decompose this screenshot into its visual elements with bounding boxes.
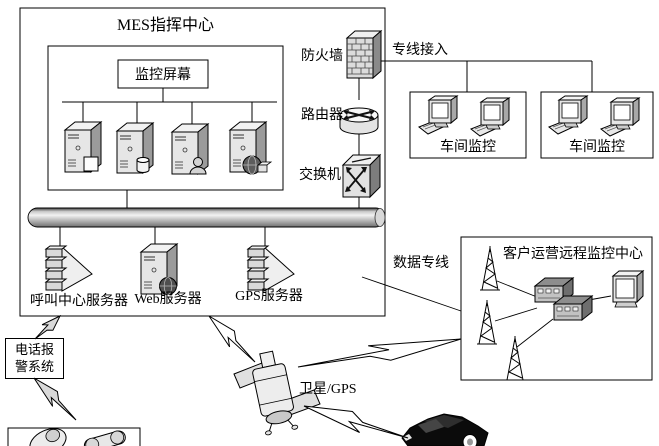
web-server-icon xyxy=(140,243,178,295)
workshop-2-label: 车间监控 xyxy=(569,140,625,155)
mes-server-1 xyxy=(64,121,102,173)
firewall-label: 防火墙 xyxy=(301,49,343,64)
router-cylinder-icon xyxy=(339,107,379,135)
call-center-server-label: 呼叫中心服务器 xyxy=(30,294,128,309)
customer-center-links xyxy=(494,280,612,348)
router-label: 路由器 xyxy=(301,108,343,123)
car-icon xyxy=(401,413,489,446)
switch-label: 交换机 xyxy=(299,168,341,183)
mes-server-2-database xyxy=(116,122,154,174)
rack-switch-icon-2 xyxy=(553,295,593,321)
gps-server-icon xyxy=(247,245,295,292)
gps-server-label: GPS服务器 xyxy=(235,289,303,304)
workshop-box-1 xyxy=(409,91,527,159)
workshop-1-label: 车间监控 xyxy=(440,140,496,155)
lightning-link-icons xyxy=(33,314,462,439)
crt-monitor-icon xyxy=(611,269,645,308)
data-line-label: 数据专线 xyxy=(393,256,449,271)
phone-box xyxy=(7,427,141,446)
bus-pipe-icon xyxy=(27,207,386,228)
telephone-handset-icon-2 xyxy=(83,430,126,446)
mes-server-3-user xyxy=(171,123,209,175)
customer-center-box xyxy=(460,236,653,381)
mes-server-4-globe xyxy=(229,121,273,175)
satellite-icon xyxy=(233,350,321,436)
phone-alarm-line1: 电话报 xyxy=(14,341,54,357)
phone-alarm-line2: 警系统 xyxy=(14,358,54,374)
satellite-label: 卫星/GPS xyxy=(299,382,357,397)
telephone-handset-icon-1 xyxy=(29,428,67,446)
firewall-brick-icon xyxy=(345,29,383,80)
call-center-server-icon xyxy=(45,245,93,292)
mes-center-box xyxy=(19,7,386,317)
phone-alarm-box: 电话报 警系统 xyxy=(5,338,64,379)
dedicated-access-label: 专线接入 xyxy=(392,43,448,58)
antenna-tower-icon-2 xyxy=(476,299,498,345)
monitor-screen-label: 监控屏幕 xyxy=(135,68,191,83)
customer-center-title: 客户运营远程监控中心 xyxy=(503,247,643,262)
workshop-2-computers xyxy=(548,95,640,137)
workshop-1-computers xyxy=(418,95,510,137)
mes-center-title: MES指挥中心 xyxy=(117,17,214,34)
mes-inner-box xyxy=(47,45,284,191)
web-server-label: Web服务器 xyxy=(134,292,202,307)
switch-cube-icon xyxy=(341,153,382,199)
connector-lines xyxy=(59,60,593,312)
workshop-box-2 xyxy=(540,91,654,159)
